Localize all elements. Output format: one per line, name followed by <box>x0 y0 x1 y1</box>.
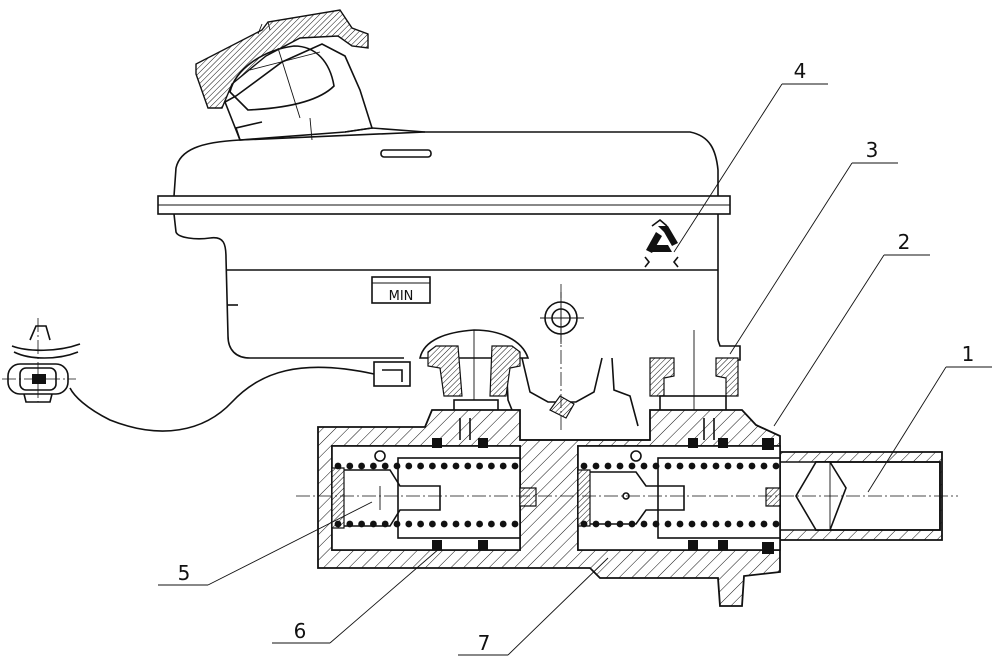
primary-spring <box>334 462 519 528</box>
label-4: 4 <box>794 59 807 83</box>
label-3: 3 <box>866 138 879 162</box>
spring-coil <box>700 462 708 470</box>
min-marking: MIN <box>389 289 414 304</box>
spring-coil <box>580 520 588 528</box>
spring-coil <box>488 462 495 470</box>
spring-coil <box>370 520 377 528</box>
primary-bore <box>331 445 537 551</box>
spring-coil <box>452 520 460 528</box>
spring-coil <box>464 462 472 470</box>
spring-coil <box>405 462 413 470</box>
spring-coil <box>592 520 600 528</box>
leader-lines <box>158 83 992 656</box>
spring-coil <box>760 462 768 470</box>
label-6: 6 <box>294 619 307 643</box>
reservoir-ports <box>505 292 639 427</box>
spring-coil <box>417 462 424 470</box>
spring-coil <box>748 462 756 470</box>
spring-coil <box>440 462 448 470</box>
spring-coil <box>724 462 732 470</box>
spring-coil <box>429 462 436 470</box>
recycle-icon <box>644 218 679 268</box>
seals <box>432 418 774 554</box>
spring-coil <box>580 462 588 470</box>
spring-coil <box>664 520 672 528</box>
spring-coil <box>429 520 436 528</box>
level-sensor <box>69 361 411 432</box>
spring-coil <box>652 520 660 528</box>
spring-coil <box>334 520 342 528</box>
centre-lines <box>296 284 958 497</box>
filler-cap <box>195 9 426 141</box>
spring-coil <box>440 520 448 528</box>
spring-coil <box>640 520 648 528</box>
spring-coil <box>488 520 495 528</box>
spring-coil <box>604 462 612 470</box>
spring-coil <box>381 462 389 470</box>
spring-coil <box>712 462 720 470</box>
spring-coil <box>628 462 636 470</box>
spring-coil <box>676 520 684 528</box>
label-5: 5 <box>178 561 191 585</box>
spring-coil <box>499 462 507 470</box>
spring-coil <box>511 462 519 470</box>
secondary-spring <box>580 462 780 528</box>
connector-plug-icon <box>2 318 81 403</box>
spring-coil <box>640 462 648 470</box>
reservoir: MIN <box>157 131 741 361</box>
secondary-bore <box>577 445 781 551</box>
spring-coil <box>604 520 612 528</box>
spring-coil <box>700 520 708 528</box>
label-1: 1 <box>962 342 975 366</box>
spring-coil <box>393 462 401 470</box>
spring-coil <box>452 462 460 470</box>
spring-coil <box>346 520 354 528</box>
spring-coil <box>736 462 744 470</box>
spring-coil <box>712 520 720 528</box>
spring-coil <box>381 520 389 528</box>
spring-coil <box>393 520 401 528</box>
spring-coil <box>688 520 696 528</box>
spring-coil <box>358 462 365 470</box>
spring-coil <box>772 520 780 528</box>
spring-coil <box>616 520 624 528</box>
spring-coil <box>688 462 696 470</box>
spring-coil <box>511 520 519 528</box>
label-7: 7 <box>478 631 491 655</box>
spring-coil <box>616 462 624 470</box>
spring-coil <box>476 520 483 528</box>
spring-coil <box>736 520 744 528</box>
spring-coil <box>370 462 377 470</box>
spring-coil <box>652 462 660 470</box>
spring-coil <box>772 462 780 470</box>
spring-coil <box>499 520 507 528</box>
spring-coil <box>464 520 472 528</box>
spring-coil <box>592 462 600 470</box>
spring-coil <box>724 520 732 528</box>
spring-coil <box>417 520 424 528</box>
spring-coil <box>664 462 672 470</box>
spring-coil <box>628 520 636 528</box>
spring-coil <box>476 462 483 470</box>
label-2: 2 <box>898 230 911 254</box>
spring-coil <box>346 462 354 470</box>
spring-coil <box>358 520 365 528</box>
spring-coil <box>760 520 768 528</box>
spring-coil <box>405 520 413 528</box>
spring-coil <box>676 462 684 470</box>
spring-coil <box>334 462 342 470</box>
spring-coil <box>748 520 756 528</box>
part-labels: 1 2 3 4 5 6 7 <box>178 59 975 655</box>
